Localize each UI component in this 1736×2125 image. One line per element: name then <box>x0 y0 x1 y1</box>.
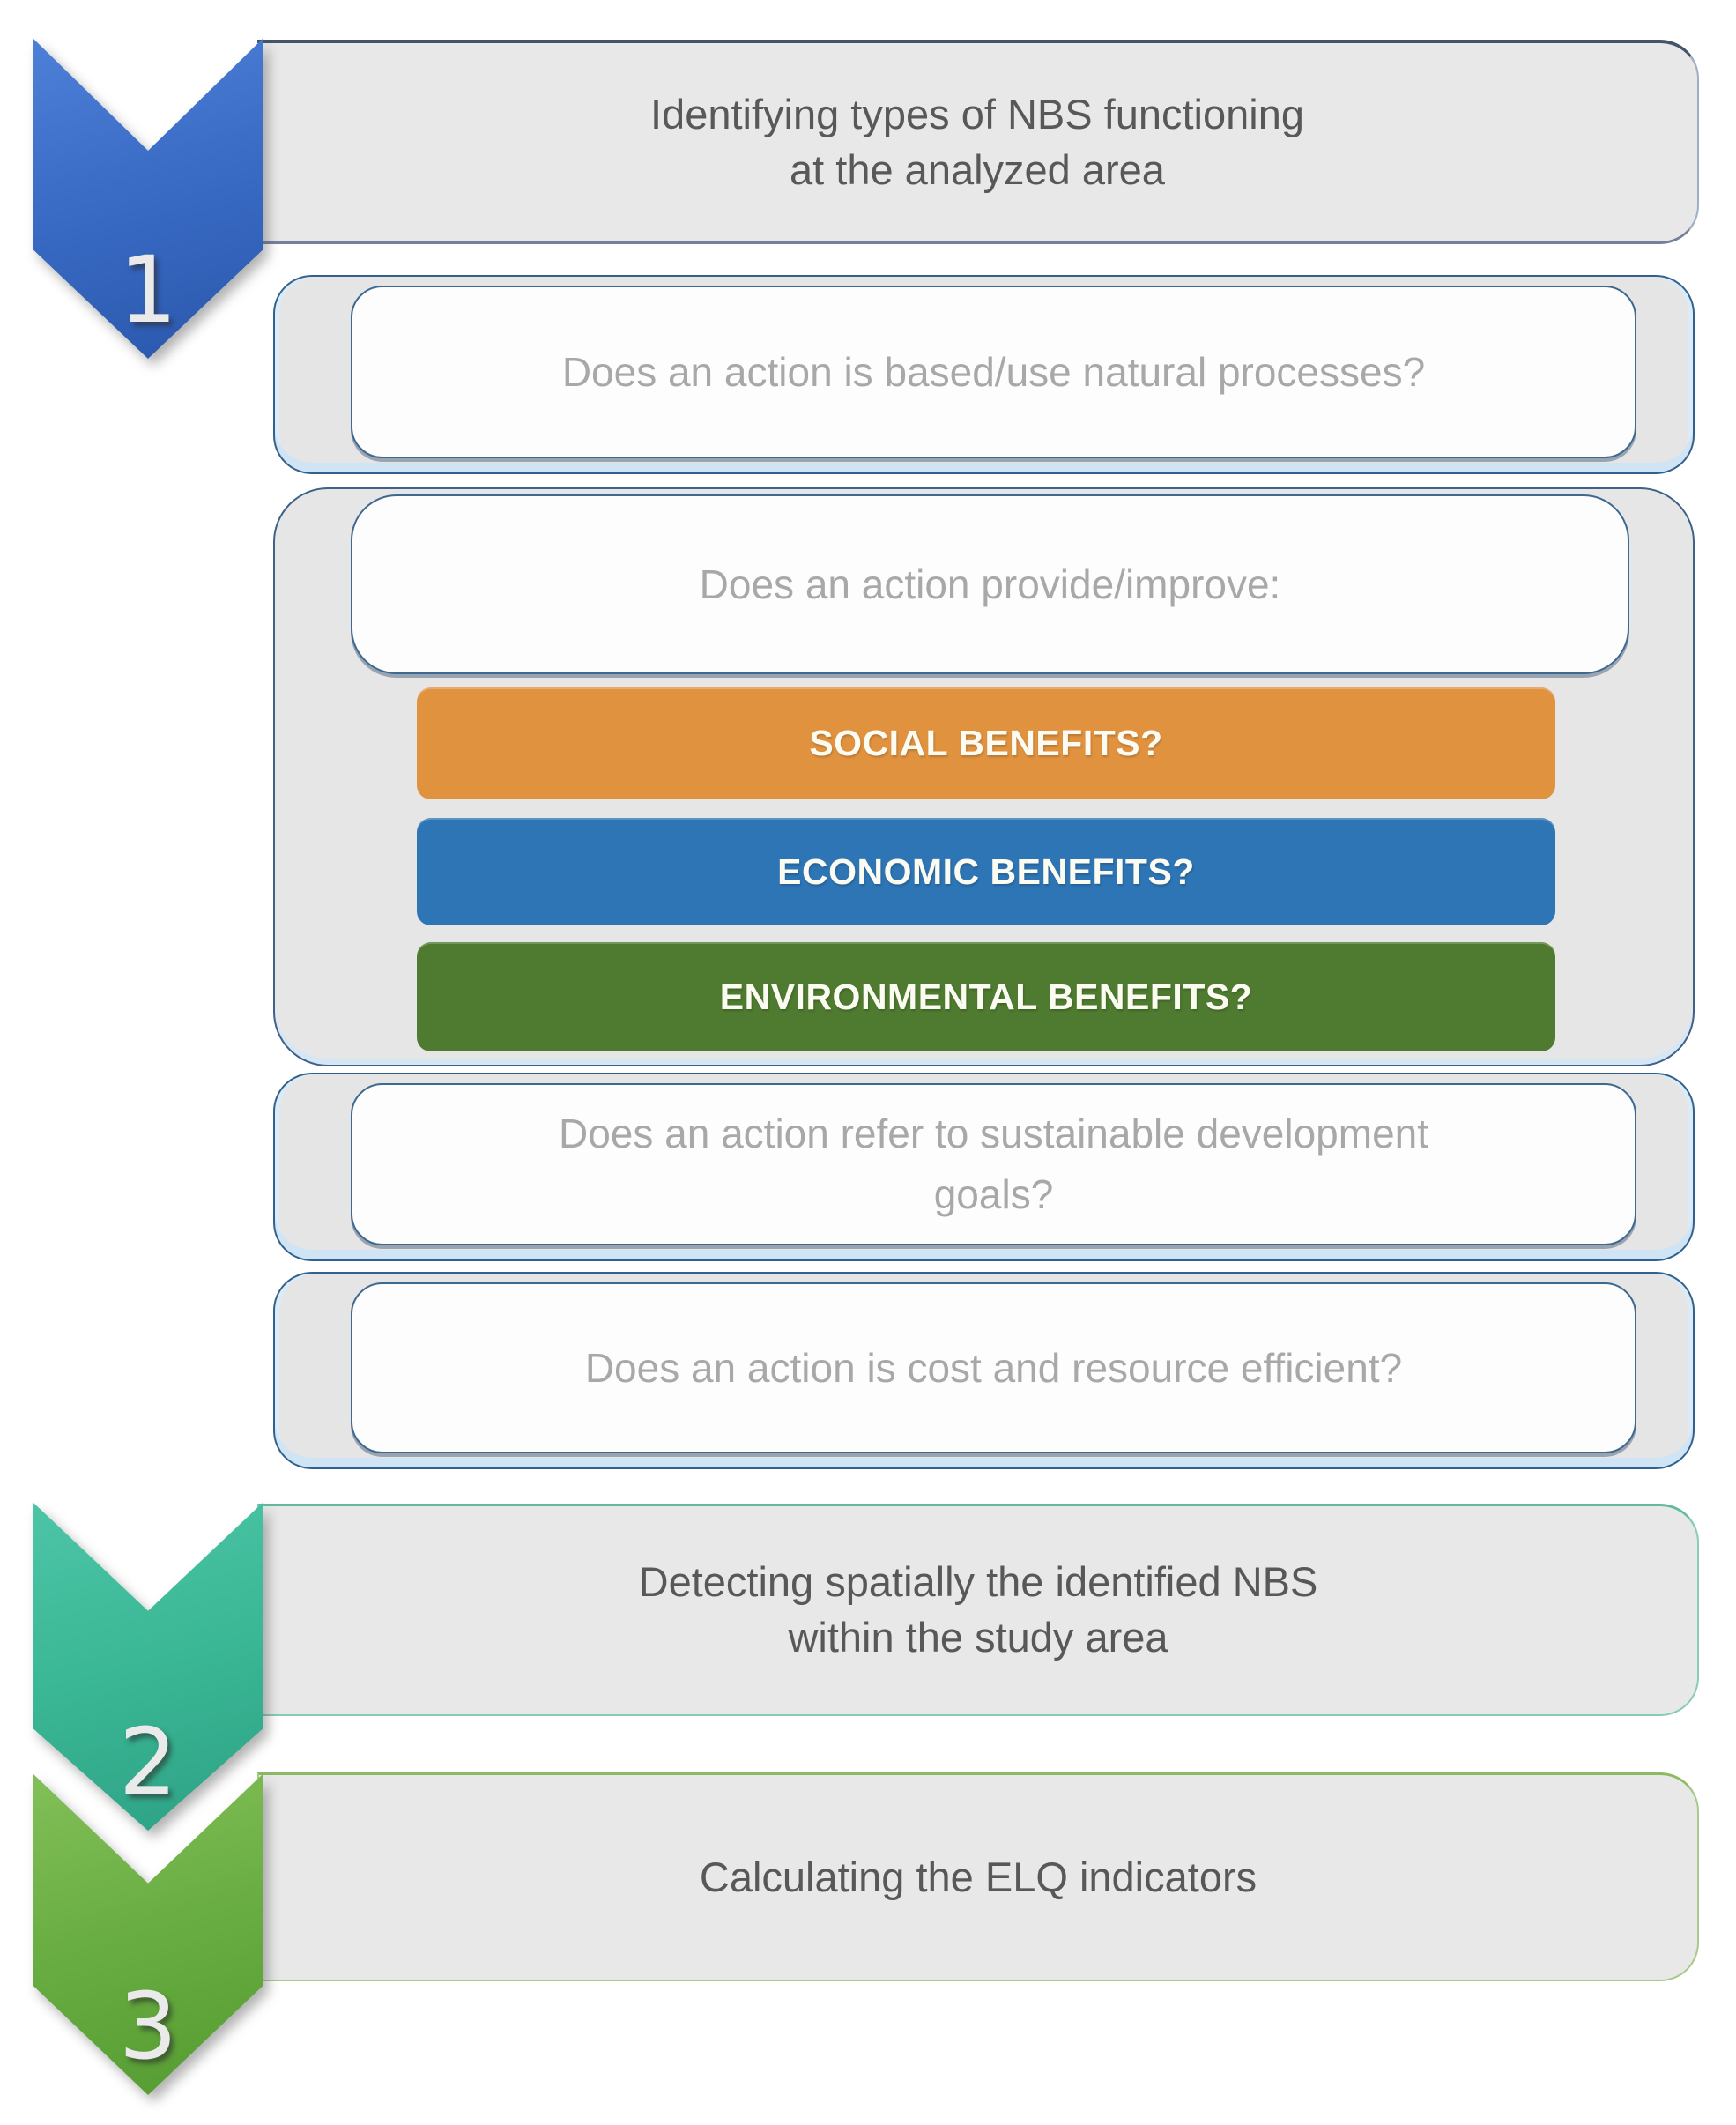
question-provide-improve-panel: Does an action provide/improve: <box>351 494 1629 674</box>
economic-benefits-bar: ECONOMIC BENEFITS? <box>417 818 1555 925</box>
question-inner-panel: Does an action is based/use natural proc… <box>351 286 1636 458</box>
step-1-number: 1 <box>118 236 178 344</box>
social-benefits-label: SOCIAL BENEFITS? <box>809 723 1163 763</box>
step-1-heading-line-1: Identifying types of NBS functioning <box>650 90 1304 137</box>
step-1-heading-box: Identifying types of NBS functioning at … <box>257 40 1699 244</box>
environmental-benefits-label: ENVIRONMENTAL BENEFITS? <box>719 976 1253 1017</box>
social-benefits-bar: SOCIAL BENEFITS? <box>417 687 1555 799</box>
question-sustainable-goals-line-2: goals? <box>933 1171 1054 1217</box>
benefits-group-box: Does an action provide/improve: SOCIAL B… <box>273 487 1695 1066</box>
step-2-chevron-arrow-icon: 2 <box>33 1503 263 1831</box>
step-3-heading-line-1: Calculating the ELQ indicators <box>699 1853 1257 1900</box>
step-3-number: 3 <box>118 1973 178 2080</box>
question-box-natural-processes: Does an action is based/use natural proc… <box>273 275 1695 474</box>
question-cost-efficiency-text: Does an action is cost and resource effi… <box>584 1344 1403 1391</box>
step-1-heading-line-2: at the analyzed area <box>790 145 1165 193</box>
step-3-heading-box: Calculating the ELQ indicators <box>257 1772 1699 1981</box>
question-sustainable-goals-line-1: Does an action refer to sustainable deve… <box>558 1111 1429 1156</box>
question-box-cost-efficiency: Does an action is cost and resource effi… <box>273 1272 1695 1469</box>
step-2-heading-line-2: within the study area <box>788 1614 1168 1661</box>
step-2-heading-line-1: Detecting spatially the identified NBS <box>638 1558 1318 1606</box>
question-provide-improve-text: Does an action provide/improve: <box>699 561 1281 607</box>
question-box-sustainable-goals: Does an action refer to sustainable deve… <box>273 1073 1695 1261</box>
environmental-benefits-bar: ENVIRONMENTAL BENEFITS? <box>417 942 1555 1051</box>
step-2-heading-box: Detecting spatially the identified NBS w… <box>257 1504 1699 1716</box>
step-2-number: 2 <box>118 1708 178 1816</box>
question-natural-processes-text: Does an action is based/use natural proc… <box>561 348 1426 395</box>
economic-benefits-label: ECONOMIC BENEFITS? <box>777 851 1195 892</box>
step-1-chevron-arrow-icon: 1 <box>33 39 263 359</box>
question-inner-panel: Does an action refer to sustainable deve… <box>351 1083 1636 1245</box>
question-inner-panel: Does an action is cost and resource effi… <box>351 1282 1636 1453</box>
